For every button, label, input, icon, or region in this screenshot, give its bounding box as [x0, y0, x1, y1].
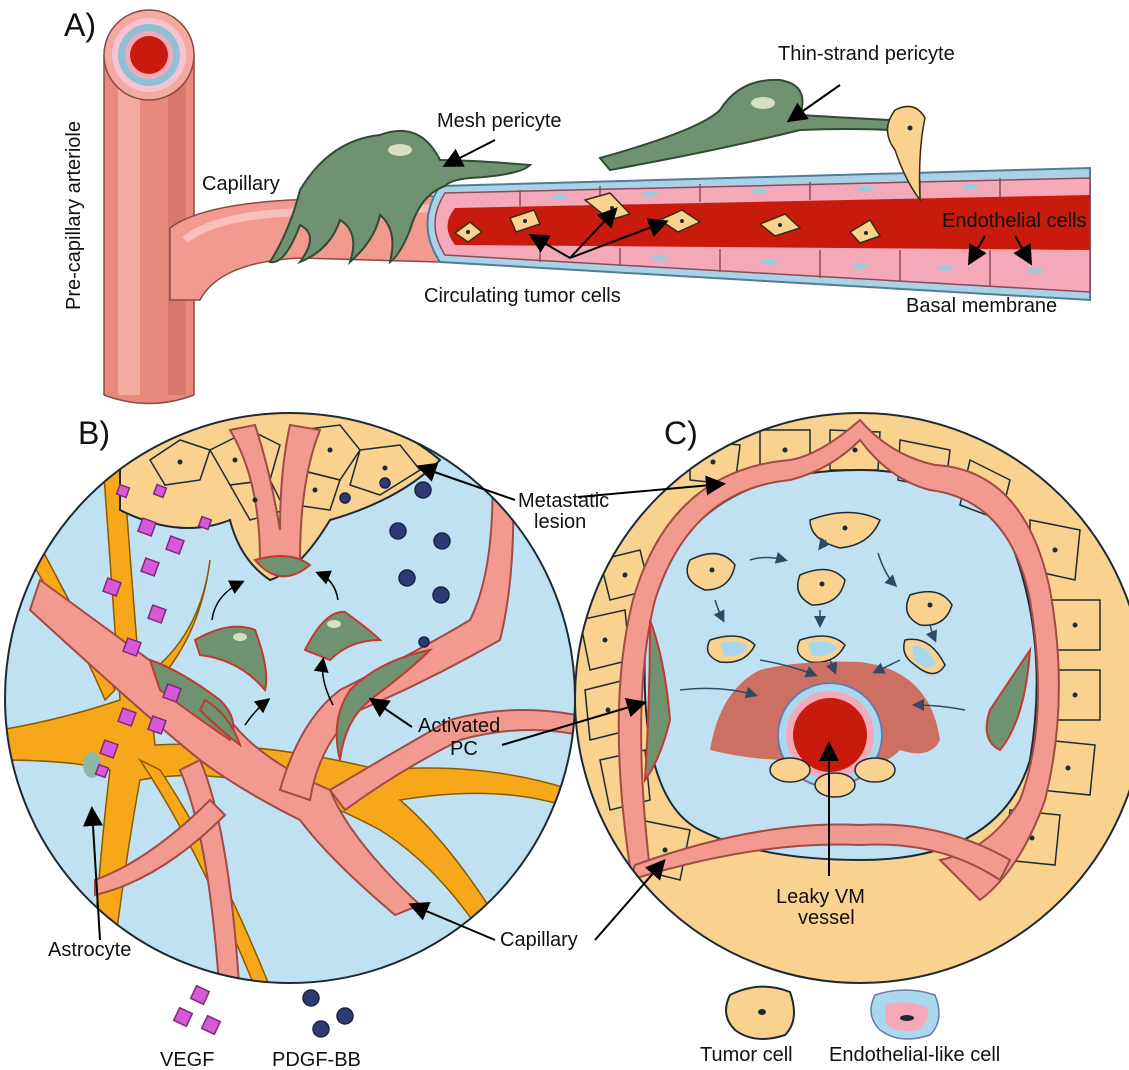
detaching-tumor-cell [886, 105, 926, 203]
metastatic-lesion-b [119, 413, 442, 582]
pre-capillary-arteriole [103, 9, 195, 405]
legend-vegf-label: VEGF [160, 1049, 214, 1070]
label-endothelial-cells: Endothelial cells [942, 210, 1087, 232]
leaky-vm-vessel [710, 661, 940, 798]
panel-a-pointers [442, 84, 1032, 266]
legend-endothelial-like-symbol [870, 989, 940, 1040]
activated-pericytes-b [193, 610, 383, 748]
label-metastatic: Metastatic [518, 490, 609, 512]
migration-arrows-b [211, 570, 339, 726]
label-capillary-b: Capillary [500, 929, 578, 951]
legend-tumor-cell-label: Tumor cell [700, 1044, 793, 1066]
label-capillary-a: Capillary [202, 173, 280, 195]
pdgf-molecules-b [339, 477, 451, 648]
circulating-tumor-cells [453, 192, 882, 244]
migration-arrows-c [679, 537, 966, 712]
label-lesion: lesion [534, 511, 586, 533]
label-leaky-vm: Leaky VM [776, 886, 865, 908]
panel-c-pointers [501, 475, 839, 941]
pericyte-ring-right [985, 646, 1032, 752]
capillary-network-b [28, 429, 575, 983]
label-circulating-tumor-cells: Circulating tumor cells [424, 285, 621, 307]
panel-c-label: C) [664, 415, 698, 451]
legend-pdgf-label: PDGF-BB [272, 1049, 361, 1070]
legend-pdgf-symbol [302, 989, 354, 1038]
pericyte-ring-left [643, 619, 672, 784]
label-basal-membrane: Basal membrane [906, 295, 1057, 317]
label-activated: Activated [418, 715, 500, 737]
label-astrocyte: Astrocyte [48, 939, 131, 961]
thin-strand-pericyte [598, 78, 891, 172]
label-pc: PC [450, 738, 478, 760]
panel-c-circle [574, 412, 1129, 984]
panel-b-pointers [83, 462, 516, 941]
legend-vegf-symbol [172, 984, 222, 1036]
label-mesh-pericyte: Mesh pericyte [437, 110, 562, 132]
capillary-ring-c [617, 418, 1060, 902]
label-thin-strand-pericyte: Thin-strand pericyte [778, 43, 955, 65]
legend-endothelial-like-label: Endothelial-like cell [829, 1044, 1000, 1066]
legend-tumor-cell-symbol [725, 985, 795, 1040]
panel-b-label: B) [78, 415, 110, 451]
transitioning-endothelial-like-cells [706, 635, 946, 675]
panel-b-circle [4, 412, 576, 984]
panel-a-label: A) [64, 7, 96, 43]
vegf-molecules-b [94, 483, 213, 779]
label-pre-capillary-arteriole: Pre-capillary arteriole [63, 121, 85, 310]
label-vessel: vessel [798, 907, 855, 929]
capillary-tube [426, 166, 1091, 302]
mesh-pericyte [268, 130, 533, 266]
